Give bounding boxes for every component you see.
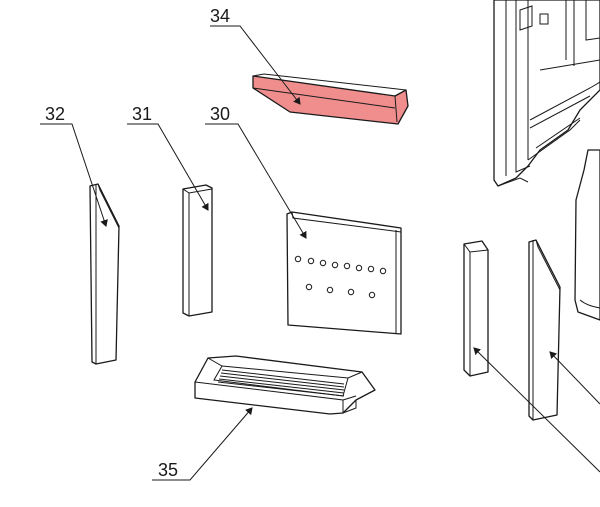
- leader-30: [205, 123, 307, 239]
- leader-34: [210, 25, 301, 105]
- leader-31: [127, 123, 209, 211]
- part-35-grate-tray[interactable]: [194, 355, 376, 415]
- stove-body: [493, 0, 600, 321]
- label-31: 31: [132, 104, 152, 124]
- label-32: 32: [45, 104, 65, 124]
- leader-35: [152, 407, 253, 481]
- part-34-baffle[interactable]: [252, 73, 409, 125]
- label-34: 34: [210, 6, 230, 26]
- part-31-narrow-brick[interactable]: [182, 184, 213, 317]
- callout-labels: 34 32 31 30 35: [45, 6, 230, 480]
- part-32-side-brick[interactable]: [89, 183, 120, 365]
- leader-right-inner: [473, 347, 600, 473]
- panel-holes: [294, 255, 387, 299]
- leader-32: [40, 123, 108, 227]
- leader-lines: [40, 25, 600, 481]
- leader-right-outer: [549, 351, 600, 405]
- label-35: 35: [158, 460, 178, 480]
- right-side-brick-inner[interactable]: [463, 240, 489, 377]
- label-30: 30: [210, 104, 230, 124]
- grate-bars: [217, 369, 345, 397]
- part-30-back-panel[interactable]: [286, 211, 402, 335]
- right-side-brick-outer[interactable]: [528, 239, 561, 421]
